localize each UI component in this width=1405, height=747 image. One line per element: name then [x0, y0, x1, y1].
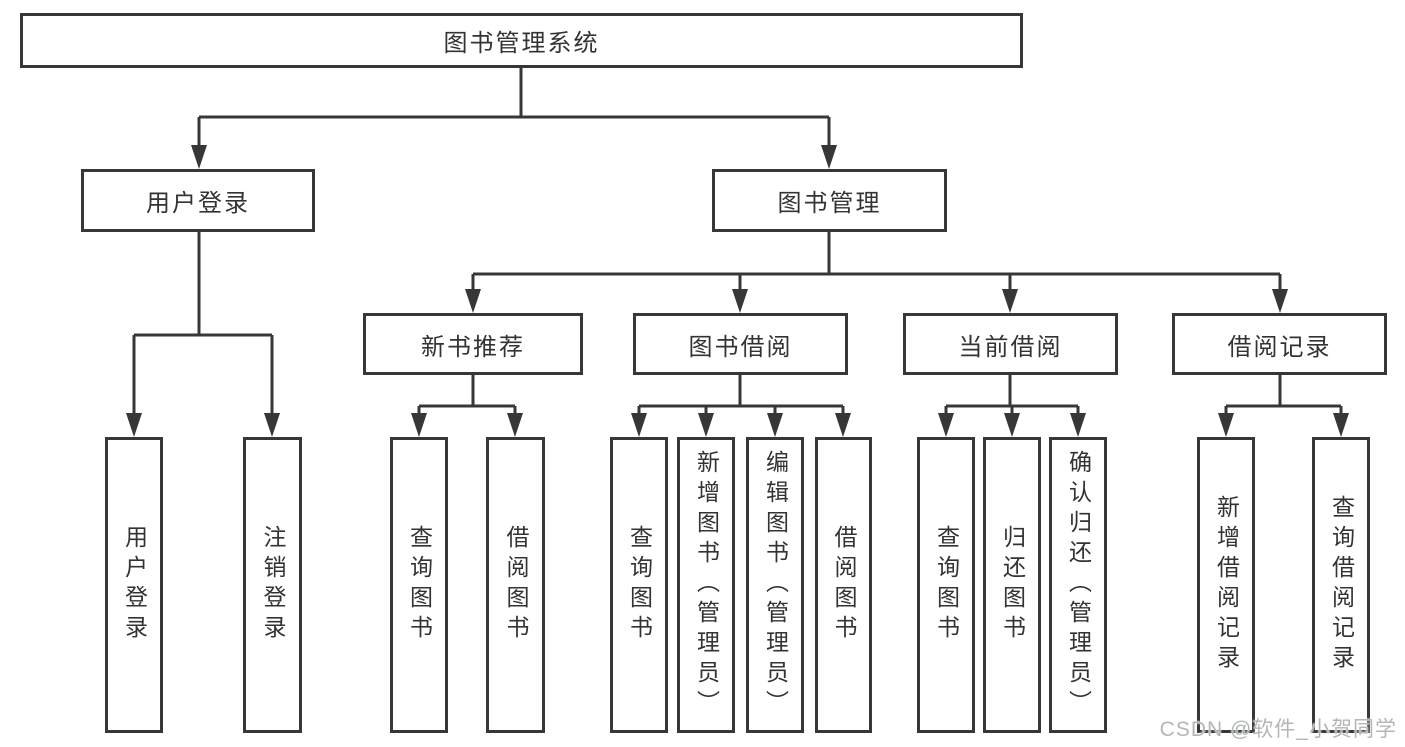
node-book-borrow-label: 图书借阅 [688, 333, 793, 361]
node-borrow-records: 借阅记录 [1172, 313, 1387, 375]
node-return-books: 归还图书 [983, 437, 1041, 733]
node-root-label: 图书管理系统 [443, 30, 600, 57]
node-query-books-borrow: 查询图书 [610, 437, 668, 733]
watermark: CSDN @软件_小贺同学 [1159, 718, 1397, 741]
node-book-management-label: 图书管理 [777, 190, 882, 217]
node-user-login-leaf: 用户登录 [105, 437, 163, 733]
node-query-books-recommend: 查询图书 [390, 437, 448, 733]
node-root-library-system: 图书管理系统 [20, 13, 1023, 68]
node-query-borrow-record: 查询借阅记录 [1312, 437, 1370, 733]
node-current-borrow-label: 当前借阅 [958, 333, 1063, 361]
node-add-book-admin: 新增图书（管理员） [677, 437, 735, 733]
node-borrow-books-leaf: 借阅图书 [815, 437, 872, 733]
node-borrow-books-recommend: 借阅图书 [486, 437, 545, 733]
node-book-management: 图书管理 [712, 169, 947, 232]
node-edit-book-admin: 编辑图书（管理员） [746, 437, 804, 733]
node-book-borrow: 图书借阅 [633, 313, 848, 375]
node-new-book-recommend-label: 新书推荐 [421, 333, 525, 361]
node-new-book-recommend: 新书推荐 [363, 313, 583, 375]
node-user-login: 用户登录 [81, 169, 315, 232]
node-borrow-records-label: 借阅记录 [1227, 333, 1332, 361]
node-confirm-return-admin: 确认归还（管理员） [1049, 437, 1107, 733]
arrowhead-icons [126, 145, 1349, 437]
node-query-books-current: 查询图书 [917, 437, 975, 733]
node-add-borrow-record: 新增借阅记录 [1197, 437, 1255, 733]
node-logout: 注销登录 [243, 437, 302, 733]
node-user-login-label: 用户登录 [146, 190, 250, 217]
node-current-borrow: 当前借阅 [903, 313, 1118, 375]
